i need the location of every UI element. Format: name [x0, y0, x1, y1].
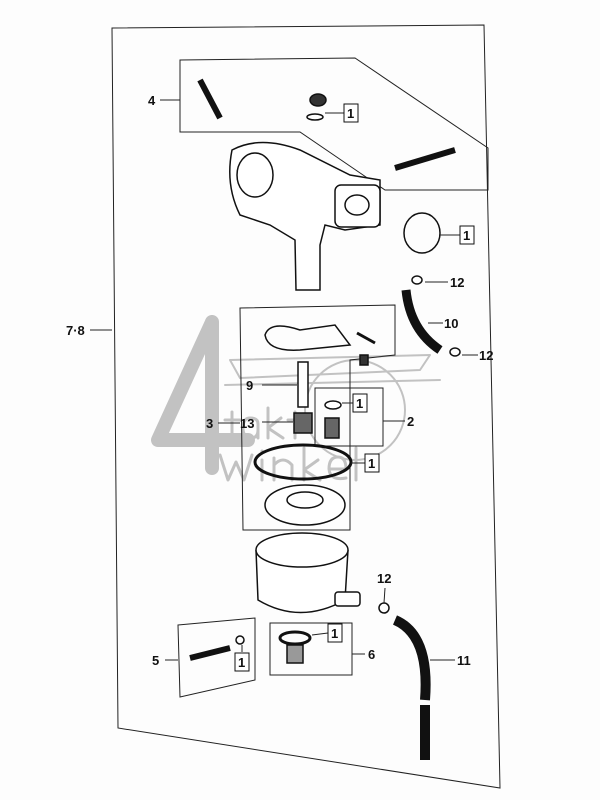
diagram-shape [286, 491, 324, 509]
diagram-shape [401, 289, 443, 354]
diagram-shape [327, 623, 343, 643]
diagram-shape [364, 453, 380, 473]
diagram-shape [324, 400, 342, 410]
diagram-shape [197, 78, 223, 120]
diagram-shape [253, 443, 353, 481]
callout-1-boxed: 1 [343, 103, 359, 123]
group-3-box [239, 304, 396, 531]
group-2-box [314, 387, 384, 447]
diagram-shape [266, 406, 285, 440]
diagram-shape [286, 644, 304, 664]
diagram-shape [189, 645, 231, 661]
diagram-shape: 1 [463, 228, 470, 243]
diagram-shape [235, 635, 245, 645]
diagram-shape [218, 453, 254, 482]
callout-11: 11 [457, 653, 471, 668]
diagram-shape: 1 [368, 456, 375, 471]
diagram-shape [223, 410, 242, 440]
diagram-shape [241, 112, 478, 661]
callout-3: 3 [206, 416, 213, 431]
diagram-shape [234, 652, 250, 672]
diagram-shape [309, 93, 327, 107]
watermark-digit-4 [151, 315, 255, 475]
diagram-shape [311, 632, 329, 636]
diagram-shape [449, 347, 461, 357]
diagram-shape [224, 354, 441, 386]
callout-2: 2 [407, 414, 414, 429]
callout-12: 12 [450, 275, 464, 290]
callouts: 7·8 4 1 1 12 10 12 9 1 2 3 13 1 12 1 5 1… [66, 93, 493, 672]
diagram-shape [236, 152, 274, 198]
diagram-shape [392, 615, 431, 701]
callout-9: 9 [246, 378, 253, 393]
diagram-shape: 1 [347, 106, 354, 121]
diagram-shape [383, 587, 386, 604]
label-7-8: 7·8 [66, 323, 85, 338]
diagram-shape [343, 103, 359, 123]
diagram-shape [459, 225, 475, 245]
callout-4: 4 [148, 93, 156, 108]
parts [189, 78, 461, 760]
callout-5: 5 [152, 653, 159, 668]
diagram-shape [90, 24, 501, 789]
diagram-shape [359, 354, 369, 366]
diagram-shape [411, 275, 423, 285]
diagram-shape [334, 591, 361, 607]
diagram-shape [344, 194, 370, 216]
diagram-shape [255, 532, 349, 568]
callout-12: 12 [479, 348, 493, 363]
diagram-shape [278, 630, 312, 646]
group-4-box [179, 57, 489, 191]
diagram-shape [394, 147, 456, 171]
diagram-shape: 1 [356, 396, 363, 411]
diagram-shape [241, 416, 260, 440]
group-6-box [269, 622, 353, 676]
diagram-shape [264, 324, 352, 351]
diagram-shape [352, 393, 368, 413]
diagram-shape [304, 359, 406, 461]
assembly-boundary [111, 24, 501, 789]
diagram-shape: 1 [331, 626, 338, 641]
callout-1-boxed: 1 [459, 225, 475, 245]
diagram-shape [293, 412, 313, 434]
diagram-shape [302, 446, 322, 482]
callout-1-boxed: 1 [364, 453, 380, 473]
callout-10: 10 [444, 316, 458, 331]
diagram-shape [403, 212, 441, 254]
watermark-logo [151, 315, 441, 482]
group-5-box [177, 617, 256, 698]
callout-1-boxed: 1 [352, 393, 368, 413]
callout-1-boxed: 1 [234, 652, 250, 672]
diagram-shape: 1 [238, 655, 245, 670]
diagram-shape [378, 602, 390, 614]
callout-6: 6 [368, 647, 375, 662]
diagram-shape [356, 331, 376, 345]
callout-1-boxed: 1 [327, 623, 343, 643]
diagram-shape [297, 361, 309, 408]
callout-13: 13 [240, 416, 254, 431]
diagram-shape [327, 455, 348, 481]
callout-12: 12 [377, 571, 391, 586]
diagram-shape [324, 417, 340, 439]
diagram-shape [306, 113, 324, 121]
